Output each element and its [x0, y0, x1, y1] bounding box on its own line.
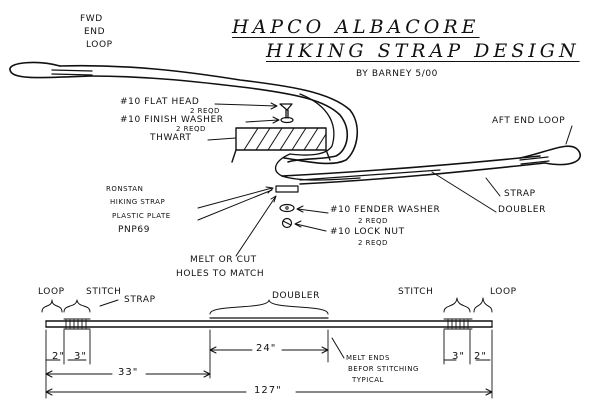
dim-left-loop: 2": [52, 351, 65, 362]
dim-right-stitch: 3": [452, 351, 465, 362]
strap-aft-upper: [281, 155, 541, 177]
dim-doubler: 24": [256, 343, 277, 354]
lower-loop-right-label: LOOP: [490, 287, 517, 297]
lower-loop-left-label: LOOP: [38, 287, 65, 297]
lock-nut-label: #10 LOCK NUT: [330, 227, 405, 237]
lower-stitch-right-label: STITCH: [398, 287, 434, 297]
fender-washer-label: #10 FENDER WASHER: [330, 205, 441, 215]
finish-washer-label: #10 FINISH WASHER: [120, 115, 224, 125]
strap-curl-inner: [289, 93, 335, 156]
dim-right-loop: 2": [474, 351, 487, 362]
aft-end-loop-label: AFT END LOOP: [492, 116, 566, 126]
ronstan-label-1: RONSTAN: [106, 185, 144, 193]
byline: BY BARNEY 5/00: [356, 69, 439, 79]
ronstan-label-3: PLASTIC PLATE: [112, 212, 171, 220]
finish-washer-qty: 2 REQD: [176, 125, 206, 133]
lower-strap-label: STRAP: [124, 295, 156, 305]
strap-label: STRAP: [504, 189, 536, 199]
plastic-plate: [275, 185, 299, 193]
fwd-end-loop: [9, 61, 91, 79]
strap-upper-edge: [59, 64, 358, 165]
fender-washer-qty: 2 REQD: [358, 217, 388, 225]
aft-end-loop: [519, 145, 581, 166]
flat-head-qty: 2 REQD: [190, 107, 220, 115]
dim-overall: 127": [254, 385, 282, 396]
dim-to-doubler: 33": [118, 367, 139, 378]
lower-stitch-left-label: STITCH: [86, 287, 122, 297]
label-braces: [41, 297, 493, 315]
melt-holes-label-2: HOLES TO MATCH: [176, 269, 265, 279]
thwart: [231, 127, 331, 163]
fender-washer: [279, 203, 295, 213]
melt-ends-label-3: TYPICAL: [352, 376, 384, 384]
fwd-end-loop-label-2: END: [84, 27, 106, 37]
aft-loop-stitch: [519, 156, 550, 165]
fwd-end-loop-label-3: LOOP: [86, 40, 113, 50]
fwd-end-loop-label-1: FWD: [80, 14, 103, 24]
lower-doubler-label: DOUBLER: [272, 291, 320, 301]
fwd-loop-stitch: [51, 69, 93, 76]
doubler-upper: [299, 169, 441, 181]
stitch-right: [443, 318, 473, 330]
flat-head-screw: [279, 103, 294, 124]
doubler-label: DOUBLER: [498, 205, 546, 215]
melt-ends-label-2: BEFOR STITCHING: [348, 365, 419, 373]
title-line-2: HIKING STRAP DESIGN: [266, 40, 580, 62]
ronstan-label-2: HIKING STRAP: [110, 198, 166, 206]
lock-nut-qty: 2 REQD: [358, 239, 388, 247]
dim-left-stitch: 3": [74, 351, 87, 362]
leader-lines-upper: [197, 102, 573, 257]
melt-holes-label-1: MELT OR CUT: [190, 255, 257, 265]
melt-ends-label-1: MELT ENDS: [346, 354, 390, 362]
ronstan-label-4: PNP69: [118, 225, 151, 235]
extension-lines: [45, 329, 493, 399]
dimension-lines: [45, 337, 493, 396]
flat-strap: [45, 320, 493, 328]
lock-nut: [281, 217, 293, 229]
stitch-left: [63, 318, 91, 330]
flat-head-label: #10 FLAT HEAD: [120, 97, 200, 107]
title-line-1: HAPCO ALBACORE: [232, 16, 480, 38]
thwart-label: THWART: [150, 133, 192, 143]
strap-aft-lower: [299, 162, 546, 185]
